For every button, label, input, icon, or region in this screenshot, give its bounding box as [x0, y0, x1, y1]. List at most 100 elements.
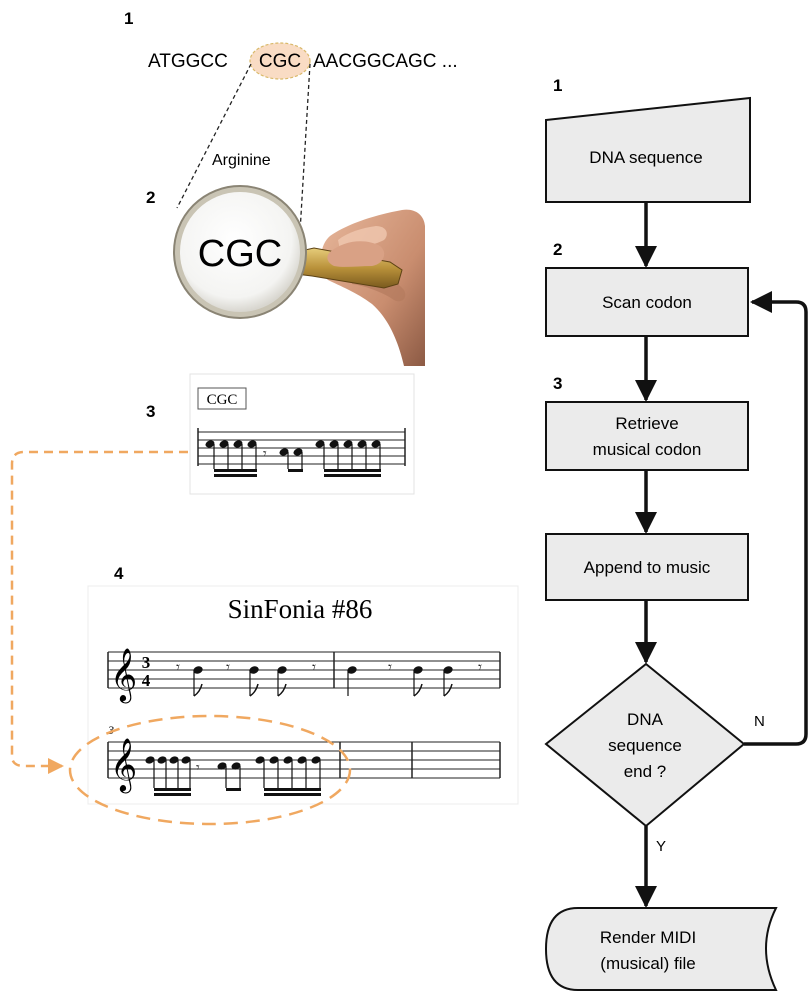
- arrow-loop-no: [744, 291, 808, 746]
- scan-label: Scan codon: [602, 293, 692, 312]
- note-beam: [154, 793, 191, 796]
- step2-number: 2: [146, 188, 155, 207]
- note-head: [357, 440, 367, 448]
- measure-number: 3: [107, 723, 114, 737]
- note-beam: [288, 469, 303, 472]
- note-beam: [324, 469, 381, 472]
- note-beam: [324, 474, 381, 477]
- eighth-pair: [279, 448, 303, 472]
- note-head: [249, 666, 259, 674]
- retrieve-label-line1: Retrieve: [615, 414, 678, 433]
- step4-number: 4: [114, 564, 124, 583]
- note-head: [343, 440, 353, 448]
- note-head: [443, 666, 453, 674]
- rest-icon: 𝄾: [312, 658, 316, 676]
- note-beam: [226, 788, 241, 791]
- flow-step2-number: 2: [553, 240, 562, 259]
- step4-score: 4 SinFonia #86 𝄞 3 4 𝄾 𝄾 𝄾 𝄾 𝄾 3: [68, 564, 519, 826]
- input-shape: [545, 96, 751, 203]
- time-signature-bottom: 4: [142, 671, 151, 690]
- magnified-codon: CGC: [198, 233, 282, 275]
- note-head: [413, 666, 423, 674]
- no-label: N: [754, 713, 765, 730]
- note-head: [181, 756, 191, 764]
- sixteenth-group: [205, 440, 257, 477]
- note-head: [231, 762, 241, 770]
- note-head: [283, 756, 293, 764]
- note-head: [233, 440, 243, 448]
- score-title: SinFonia #86: [228, 594, 373, 624]
- thumb-image: [327, 241, 385, 267]
- note-flag: [193, 683, 203, 697]
- note-head: [297, 756, 307, 764]
- output-label-line1: Render MIDI: [600, 928, 696, 947]
- output-label-line2: (musical) file: [600, 954, 695, 973]
- hand-image: [320, 209, 425, 366]
- note-flag: [277, 683, 287, 697]
- note-flag: [443, 683, 453, 697]
- note-head: [347, 666, 357, 674]
- orange-connector: [10, 450, 188, 774]
- note-head: [169, 756, 179, 764]
- note-head: [329, 440, 339, 448]
- retrieve-box: [545, 401, 749, 471]
- retrieve-label-line2: musical codon: [593, 440, 702, 459]
- step2-magnifier: Arginine 2 CGC: [146, 152, 425, 366]
- note-head: [219, 440, 229, 448]
- flowchart: 1 DNA sequence 2 Scan codon 3 Retrieve m…: [544, 76, 808, 991]
- amino-acid-label: Arginine: [212, 152, 271, 169]
- note-head: [371, 440, 381, 448]
- step3-musical-codon: 3 CGC 𝄾: [146, 373, 415, 495]
- note-head: [205, 440, 215, 448]
- scan-box: [545, 267, 749, 337]
- eighth-pair: [217, 762, 241, 791]
- flow-step1-number: 1: [553, 76, 562, 95]
- append-label: Append to music: [584, 558, 711, 577]
- rest-icon: 𝄾: [196, 760, 200, 776]
- note-beam: [214, 469, 257, 472]
- note-head: [193, 666, 203, 674]
- note-flag: [413, 683, 423, 697]
- codon-box-label: CGC: [207, 392, 238, 408]
- decision-label-line2: sequence: [608, 736, 682, 755]
- note-flag: [249, 683, 259, 697]
- rest-icon: 𝄾: [226, 658, 230, 676]
- decision-label-line3: end ?: [624, 762, 667, 781]
- note-beam: [264, 793, 321, 796]
- flow-step3-number: 3: [553, 374, 562, 393]
- treble-clef-icon: 𝄞: [110, 648, 137, 703]
- treble-clef-icon-2: 𝄞: [110, 738, 137, 793]
- codon-highlight: [249, 42, 311, 80]
- note-beam: [154, 788, 191, 791]
- rest-icon: 𝄾: [478, 658, 482, 676]
- decision-label-line1: DNA: [627, 710, 664, 729]
- magnifier-lens: [180, 192, 300, 312]
- yes-label: Y: [656, 838, 666, 855]
- inserted-codon-highlight: [68, 714, 352, 826]
- note-head: [277, 666, 287, 674]
- input-label: DNA sequence: [589, 148, 702, 167]
- output-shape: [544, 907, 778, 991]
- step1-number: 1: [124, 9, 133, 28]
- note-head: [311, 756, 321, 764]
- note-head: [293, 448, 303, 456]
- step1-dna-sequence: 1 ATGGCC CGC AACGGCAGC ...: [124, 9, 458, 80]
- rest-icon: 𝄾: [388, 658, 392, 676]
- sixteenth-group: [145, 756, 191, 796]
- note-beam: [214, 474, 257, 477]
- sixteenth-group: [255, 756, 321, 796]
- zoom-lines: [176, 63, 311, 233]
- note-head: [255, 756, 265, 764]
- sixteenth-group: [315, 440, 381, 477]
- note-beam: [264, 788, 321, 791]
- highlighted-codon: CGC: [259, 51, 301, 72]
- sequence-suffix: AACGGCAGC ...: [313, 51, 458, 72]
- note-head: [217, 762, 227, 770]
- note-head: [247, 440, 257, 448]
- staff1-notes: 𝄾𝄾𝄾𝄾𝄾: [176, 658, 482, 697]
- time-signature-top: 3: [142, 653, 151, 672]
- rest-icon: 𝄾: [263, 446, 267, 462]
- staff2-notes: 𝄾: [145, 756, 321, 796]
- note-head: [315, 440, 325, 448]
